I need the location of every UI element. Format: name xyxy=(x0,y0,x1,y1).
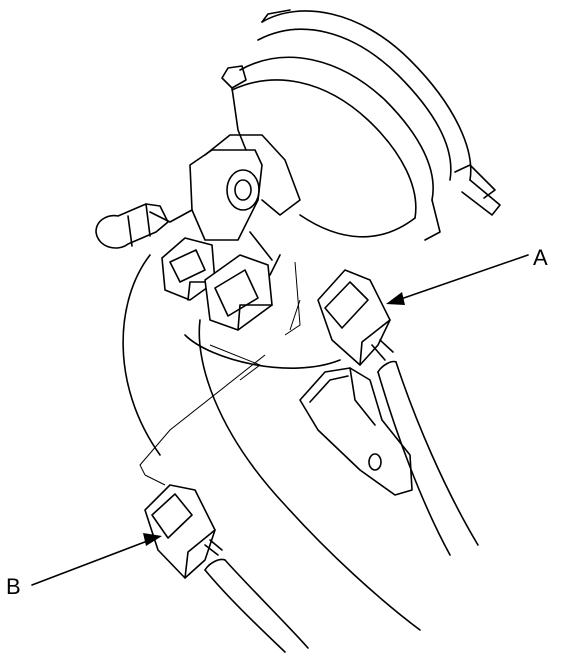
boundary-lines xyxy=(139,344,266,486)
intake-housing xyxy=(231,9,501,241)
bolt xyxy=(95,203,169,249)
nozzle xyxy=(221,65,247,151)
callout-label-a: A xyxy=(533,245,548,270)
connector-b xyxy=(144,484,223,579)
lower-bracket xyxy=(299,367,413,496)
connector-a xyxy=(317,269,394,366)
sensor-bracket xyxy=(149,134,301,261)
arrow-b xyxy=(31,533,162,586)
arrow-a xyxy=(386,254,529,305)
cable-b xyxy=(204,558,309,653)
callout-label-b: B xyxy=(6,574,21,599)
sensor-connectors xyxy=(161,237,281,331)
cable-a xyxy=(377,360,479,556)
